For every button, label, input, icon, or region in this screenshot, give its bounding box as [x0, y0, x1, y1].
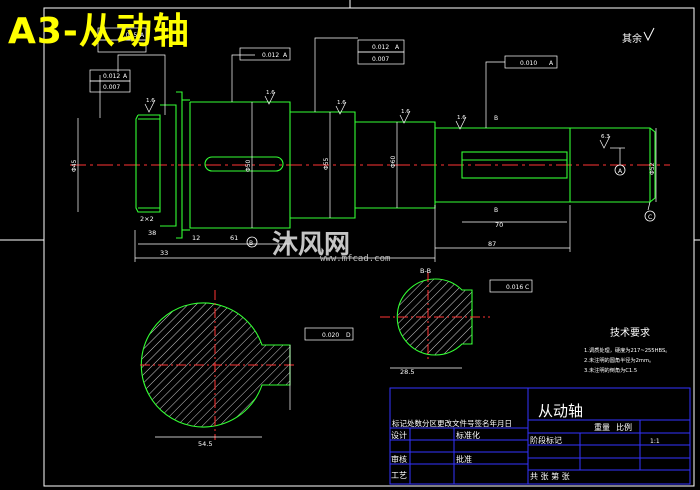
svg-text:38: 38 [148, 229, 156, 237]
roughness-note: 其余 [622, 32, 642, 45]
svg-text:Φ50: Φ50 [245, 159, 252, 172]
svg-text:A: A [549, 60, 554, 67]
gdt-frames [89, 27, 558, 341]
svg-text:54.5: 54.5 [198, 440, 212, 448]
svg-text:1.6: 1.6 [266, 90, 275, 96]
svg-text:0.007: 0.007 [372, 56, 389, 63]
sheet-count: 共 张 第 张 [530, 471, 570, 481]
datum-a: A [618, 168, 623, 175]
craft-label: 工艺 [391, 471, 407, 480]
svg-text:87: 87 [488, 240, 496, 248]
section-mark-b-bottom: B [494, 207, 498, 214]
stage-label: 阶段标记 [530, 435, 562, 445]
title-block [389, 387, 691, 485]
section-view-left [140, 290, 295, 440]
svg-text:6.3: 6.3 [601, 134, 610, 140]
svg-text:0.012: 0.012 [372, 44, 389, 51]
svg-text:1.6: 1.6 [146, 98, 155, 104]
svg-text:0.010: 0.010 [520, 60, 537, 67]
std-label: 标准化 [456, 430, 480, 440]
datum-b: B [249, 240, 253, 247]
section-view-bb [380, 272, 490, 369]
diameter-values: Φ45 Φ50 Φ55 Φ60 Φ52 [71, 155, 656, 175]
svg-text:Φ55: Φ55 [323, 157, 330, 170]
scale-value: 1:1 [650, 438, 660, 445]
svg-text:2×2: 2×2 [140, 215, 154, 223]
svg-text:0.012: 0.012 [262, 52, 279, 59]
svg-text:61: 61 [230, 234, 238, 242]
approve-label: 批准 [456, 454, 472, 464]
svg-text:1.6: 1.6 [337, 100, 346, 106]
svg-text:C: C [525, 284, 529, 291]
design-label: 设计 [391, 430, 407, 440]
weight-label: 重量 [594, 422, 610, 432]
roughness-values: 1.6 1.6 1.6 1.6 1.6 6.3 [146, 90, 610, 140]
svg-text:Φ60: Φ60 [390, 155, 397, 168]
svg-text:0.020: 0.020 [322, 332, 339, 339]
section-mark-b-top: B [494, 115, 498, 122]
tech-req-item-3: 3.未注明的倒角为C1.5 [584, 366, 637, 374]
svg-text:A: A [395, 44, 400, 51]
svg-text:70: 70 [495, 221, 503, 229]
tech-req-item-2: 2.未注明的圆角半径为2mm。 [584, 356, 654, 364]
svg-text:1.6: 1.6 [457, 115, 466, 121]
drawing-title: A3-从动轴 [8, 11, 190, 52]
svg-text:28.5: 28.5 [400, 368, 414, 376]
svg-text:A: A [123, 73, 128, 80]
svg-text:12: 12 [192, 234, 200, 242]
svg-text:Φ45: Φ45 [71, 159, 78, 172]
dimension-lines [77, 37, 657, 262]
revision-row: 标记处数分区更改文件号签名年月日 [392, 418, 512, 428]
datum-c: C [648, 214, 652, 221]
roughness-symbols [144, 91, 611, 149]
svg-text:D: D [346, 332, 351, 339]
tech-req-item-1: 1.调质处理，硬度为217~255HBS。 [584, 346, 670, 354]
drawing-border [43, 7, 695, 487]
part-name: 从动轴 [538, 402, 583, 420]
dimension-values: 2×2 38 12 61 70 87 33 54.5 28.5 [140, 215, 503, 448]
svg-text:A: A [283, 52, 288, 59]
svg-text:0.016: 0.016 [506, 284, 523, 291]
svg-text:A: A [140, 32, 145, 39]
svg-text:Φ52: Φ52 [649, 162, 656, 175]
svg-text:0.015: 0.015 [120, 32, 137, 39]
watermark-logo: 沐风网 [272, 230, 351, 260]
svg-text:1.6: 1.6 [401, 109, 410, 115]
watermark-url: www.mfcad.com [320, 254, 391, 264]
datum-markers [246, 164, 656, 248]
section-label: B-B [420, 267, 431, 275]
check-label: 审核 [391, 454, 407, 464]
tech-req-heading: 技术要求 [610, 326, 650, 339]
svg-text:0.007: 0.007 [103, 84, 120, 91]
shaft-profile [135, 91, 656, 239]
ratio-label: 比例 [616, 422, 632, 432]
svg-text:33: 33 [160, 249, 168, 257]
svg-text:0.012: 0.012 [103, 73, 120, 80]
